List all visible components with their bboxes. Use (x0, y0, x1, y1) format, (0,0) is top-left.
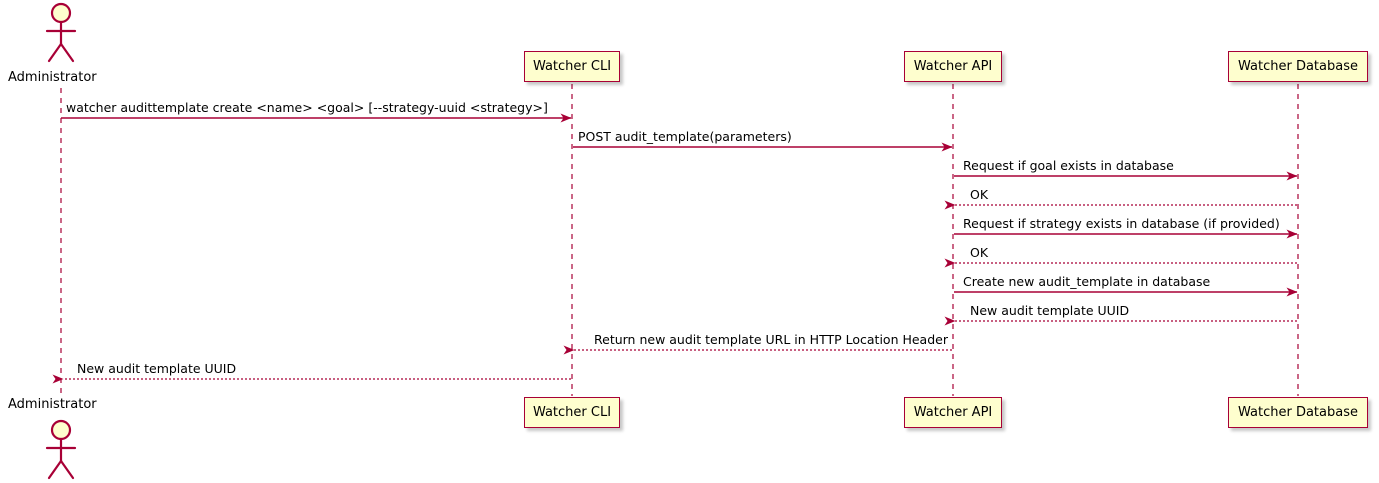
participant-box-watcher-cli-bottom[interactable]: Watcher CLI (524, 397, 620, 428)
participant-box-watcher-database-bottom[interactable]: Watcher Database (1228, 397, 1368, 428)
participant-box-watcher-api-bottom[interactable]: Watcher API (904, 397, 1002, 428)
participant-label-watcher-api: Watcher API (913, 59, 993, 74)
message-label-10: New audit template UUID (77, 361, 237, 376)
message-label-7: Create new audit_template in database (963, 274, 1211, 289)
message-label-1: watcher audittemplate create <name> <goa… (66, 100, 548, 115)
participant-label-watcher-cli: Watcher CLI (532, 59, 612, 74)
participant-box-watcher-cli-top[interactable]: Watcher CLI (524, 51, 620, 82)
actor-label-administrator-bottom: Administrator (8, 397, 97, 412)
actor-head-icon (50, 419, 72, 441)
message-label-2: POST audit_template(parameters) (578, 129, 792, 144)
participant-label-watcher-api: Watcher API (913, 405, 993, 420)
message-label-9: Return new audit template URL in HTTP Lo… (594, 332, 948, 347)
participant-label-watcher-database: Watcher Database (1238, 405, 1358, 420)
message-label-6: OK (970, 245, 989, 260)
message-label-3: Request if goal exists in database (963, 158, 1174, 173)
actor-label-administrator-top: Administrator (8, 70, 97, 85)
participant-box-watcher-database-top[interactable]: Watcher Database (1228, 51, 1368, 82)
message-label-4: OK (970, 187, 989, 202)
actor-administrator-top (45, 2, 77, 63)
participant-label-watcher-database: Watcher Database (1238, 59, 1358, 74)
actor-administrator-bottom (45, 419, 77, 480)
participant-box-watcher-api-top[interactable]: Watcher API (904, 51, 1002, 82)
actor-head-icon (50, 2, 72, 24)
message-label-8: New audit template UUID (970, 303, 1130, 318)
participant-label-watcher-cli: Watcher CLI (532, 405, 612, 420)
message-label-5: Request if strategy exists in database (… (963, 216, 1280, 231)
